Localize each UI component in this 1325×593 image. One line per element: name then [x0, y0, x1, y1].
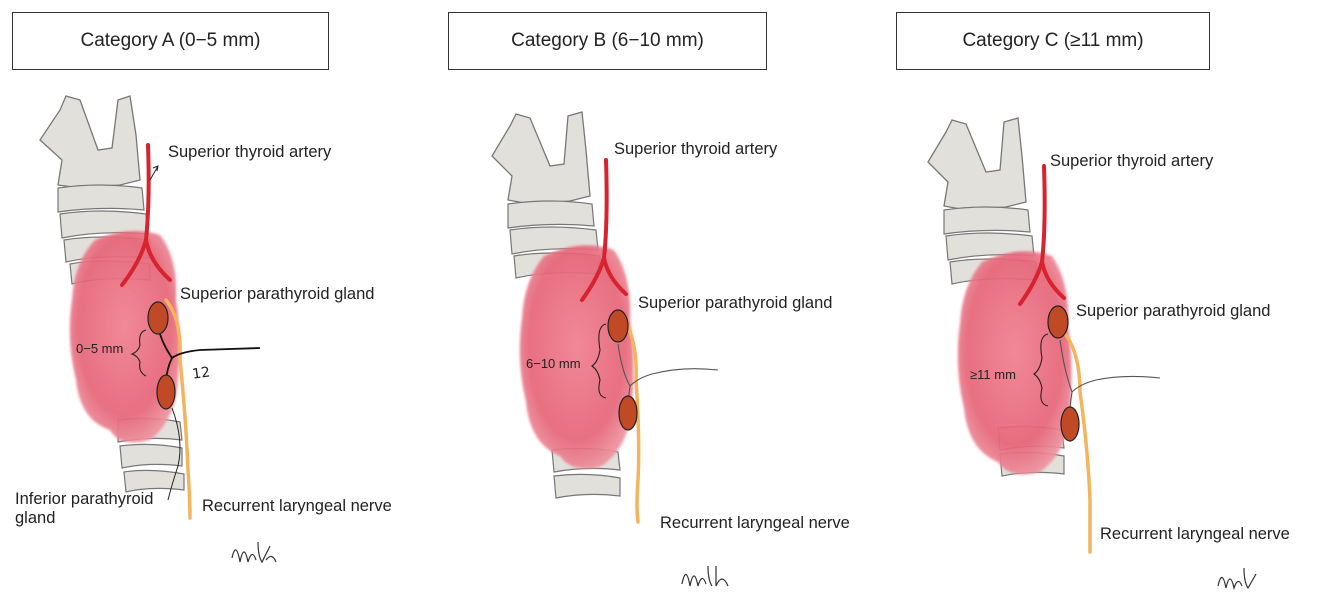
- signature-mark: [1218, 568, 1256, 588]
- thyroid-anatomy-illustration: [884, 0, 1325, 593]
- label-recurrent-laryngeal-nerve: Recurrent laryngeal nerve: [202, 497, 392, 516]
- label-recurrent-laryngeal-nerve: Recurrent laryngeal nerve: [660, 514, 850, 533]
- inferior-parathyroid-gland: [157, 375, 175, 409]
- panel-category-b: Category B (6−10 mm) Superior thyroid ar…: [442, 0, 883, 593]
- superior-parathyroid-gland: [1048, 306, 1068, 338]
- panel-category-a: Category A (0−5 mm) 12: [0, 0, 441, 593]
- label-superior-parathyroid-gland: Superior parathyroid gland: [1076, 302, 1270, 321]
- superior-parathyroid-gland: [148, 302, 168, 334]
- signature-mark: [232, 542, 276, 562]
- signature-mark: [682, 566, 728, 586]
- label-superior-parathyroid-gland: Superior parathyroid gland: [638, 294, 832, 313]
- thyroid-cartilage: [492, 112, 590, 204]
- label-superior-thyroid-artery: Superior thyroid artery: [1050, 152, 1213, 171]
- label-superior-thyroid-artery: Superior thyroid artery: [614, 140, 777, 159]
- label-superior-thyroid-artery: Superior thyroid artery: [168, 143, 331, 162]
- panel-category-c: Category C (≥11 mm) Superior thyroid art…: [884, 0, 1325, 593]
- thyroid-cartilage: [928, 118, 1026, 210]
- thyroid-lobe: [958, 251, 1072, 474]
- label-recurrent-laryngeal-nerve: Recurrent laryngeal nerve: [1100, 525, 1290, 544]
- inferior-parathyroid-gland: [1061, 407, 1079, 441]
- superior-parathyroid-gland: [608, 310, 628, 342]
- inferior-parathyroid-gland: [619, 396, 637, 430]
- label-distance: ≥11 mm: [970, 367, 1016, 382]
- label-distance: 6−10 mm: [526, 356, 581, 371]
- label-inferior-parathyroid-gland: Inferior parathyroid gland: [15, 490, 154, 528]
- thyroid-cartilage: [40, 96, 140, 188]
- thyroid-lobe: [70, 231, 180, 442]
- scribble-annotation: 12: [191, 364, 211, 382]
- label-superior-parathyroid-gland: Superior parathyroid gland: [180, 285, 374, 304]
- label-distance: 0−5 mm: [76, 341, 123, 356]
